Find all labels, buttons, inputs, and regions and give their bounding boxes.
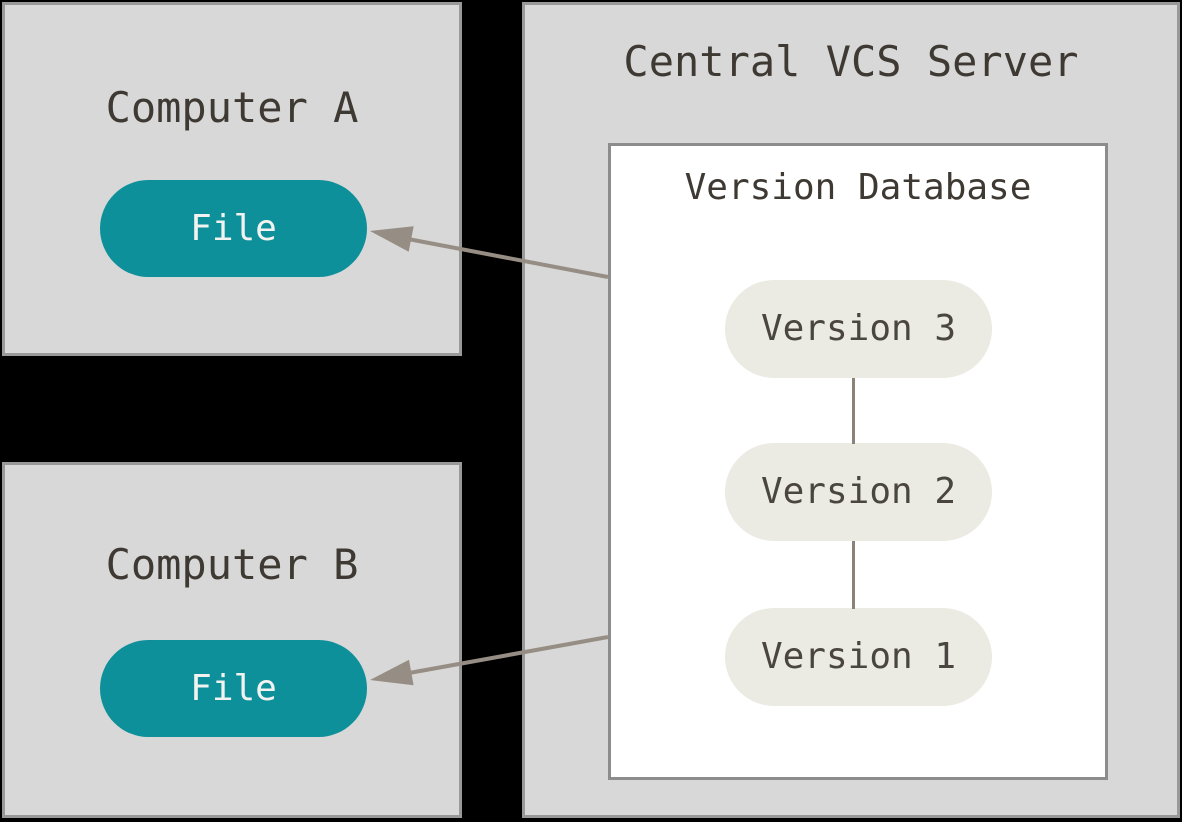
version-database-title: Version Database <box>684 167 1032 208</box>
version-3-node: Version 3 <box>725 280 992 378</box>
computer-b-box: Computer B <box>2 462 462 818</box>
computer-a-box: Computer A <box>2 2 462 356</box>
version-1-node: Version 1 <box>725 608 992 706</box>
computer-a-file-node: File <box>100 180 367 277</box>
computer-b-title: Computer B <box>105 540 359 589</box>
version-2-node: Version 2 <box>725 443 992 541</box>
computer-b-file-node: File <box>100 640 367 737</box>
connector-version3-version2 <box>852 378 855 444</box>
central-vcs-server-title: Central VCS Server <box>623 37 1079 86</box>
computer-a-title: Computer A <box>105 83 359 132</box>
connector-version2-version1 <box>852 541 855 609</box>
